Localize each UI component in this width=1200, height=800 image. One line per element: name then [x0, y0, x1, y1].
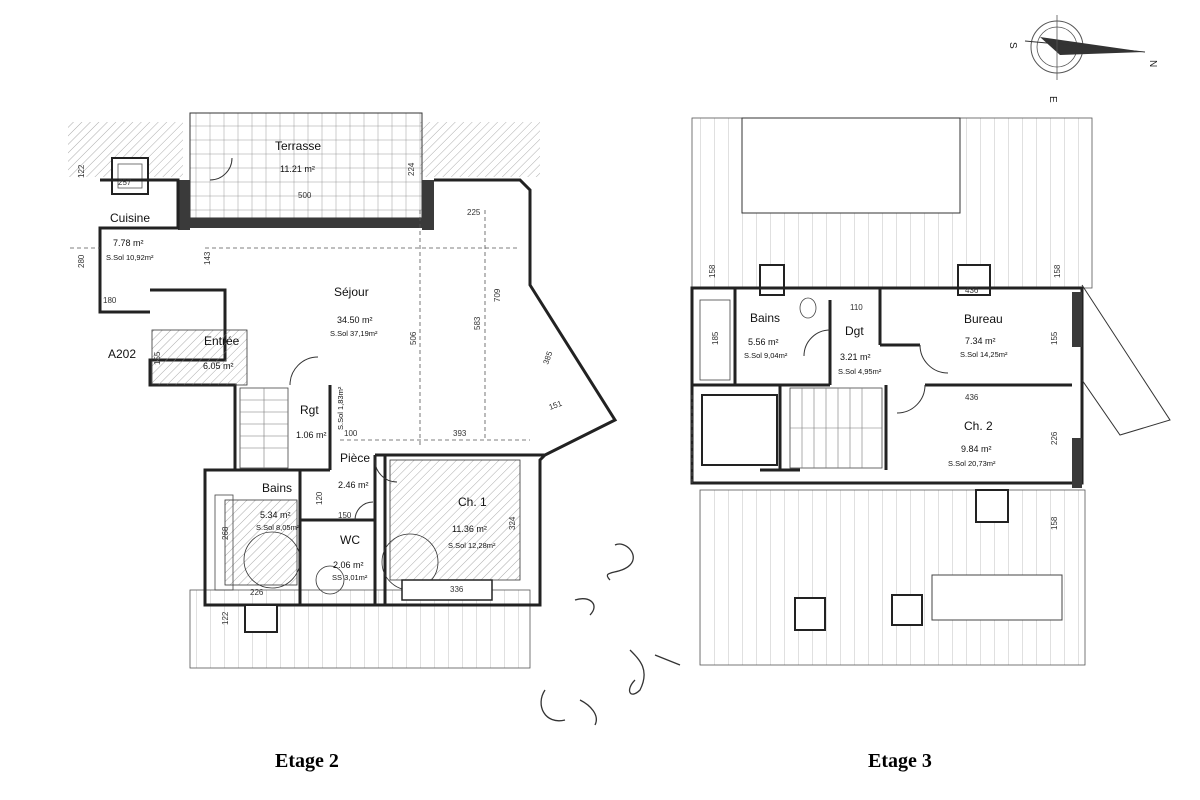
dim-label: 583 — [473, 316, 482, 330]
dim-label: 506 — [409, 331, 418, 345]
dim-label: 280 — [77, 254, 86, 268]
compass-north-label: N — [1147, 60, 1158, 67]
dim-label: 158 — [708, 264, 717, 278]
terrasse-floor — [189, 112, 423, 219]
room-ch1-sol: S.Sol 12,28m² — [448, 541, 496, 550]
dim-label: 185 — [711, 331, 720, 345]
room-bains-sol: S.Sol 8,05m² — [256, 523, 300, 532]
dim-label: 143 — [203, 251, 212, 265]
room-cuisine-sol: S.Sol 10,92m² — [106, 253, 154, 262]
dim-label: 257 — [118, 178, 132, 187]
room-terrasse-name: Terrasse — [275, 139, 321, 153]
dim-label: 110 — [850, 303, 863, 312]
floor-2-caption: Etage 2 — [275, 750, 339, 772]
room-entree-name: Entrée — [204, 334, 240, 348]
floor-3-plan: Bains 5.56 m² S.Sol 9,04m² Dgt 3.21 m² S… — [690, 117, 1171, 666]
dim-label: 385 — [541, 350, 554, 366]
floor-3-caption: Etage 3 — [868, 750, 932, 772]
floor-2-staircase — [239, 387, 289, 469]
dim-label: 393 — [453, 429, 467, 438]
room-wc-name: WC — [340, 533, 360, 547]
dim-label: 500 — [298, 191, 312, 200]
room-bains3-name: Bains — [750, 311, 780, 325]
floor-2-plan: Terrasse 11.21 m² Cuisine 7.78 m² S.Sol … — [68, 112, 618, 669]
room-wc-sol: SS 3,01m² — [332, 573, 368, 582]
compass-rose: N S E — [1007, 15, 1158, 103]
room-ch1-area: 11.36 m² — [452, 524, 487, 534]
room-bains-area: 5.34 m² — [260, 510, 291, 520]
dim-label: 225 — [467, 208, 481, 217]
compass-south-label: S — [1007, 42, 1018, 49]
room-ch2-sol: S.Sol 20,73m² — [948, 459, 996, 468]
room-wc-area: 2.06 m² — [333, 560, 364, 570]
dim-label: 150 — [338, 511, 352, 520]
dim-label: 155 — [1050, 331, 1059, 345]
dim-label: 100 — [344, 429, 358, 438]
compass-east-label: E — [1047, 96, 1058, 103]
room-bureau-area: 7.34 m² — [965, 336, 996, 346]
room-piece-area: 2.46 m² — [338, 480, 369, 490]
dim-label: 122 — [77, 164, 86, 178]
dim-label: 151 — [548, 399, 564, 412]
room-bureau-name: Bureau — [964, 312, 1003, 326]
floor-2-reference: A202 — [108, 347, 136, 361]
dim-label: 158 — [1050, 516, 1059, 530]
room-ch1-name: Ch. 1 — [458, 495, 487, 509]
dim-label: 268 — [221, 526, 230, 540]
dim-label: 120 — [315, 491, 324, 505]
room-dgt-name: Dgt — [845, 324, 864, 338]
dim-label: 436 — [965, 286, 979, 295]
room-dgt-sol: S.Sol 4,95m² — [838, 367, 882, 376]
dim-label: 436 — [965, 393, 979, 402]
dim-label: 336 — [450, 585, 464, 594]
room-bains3-sol: S.Sol 9,04m² — [744, 351, 788, 360]
dim-label: 324 — [508, 516, 517, 530]
room-terrasse-area: 11.21 m² — [280, 164, 315, 174]
room-ch2-name: Ch. 2 — [964, 419, 993, 433]
dim-label: 122 — [221, 611, 230, 625]
room-ch2-area: 9.84 m² — [961, 444, 992, 454]
room-cuisine-area: 7.78 m² — [113, 238, 144, 248]
room-sejour-sol: S.Sol 37,19m² — [330, 329, 378, 338]
room-cuisine-name: Cuisine — [110, 211, 150, 225]
room-sejour-area: 34.50 m² — [337, 315, 373, 325]
dim-label: 709 — [493, 288, 502, 302]
room-bains3-area: 5.56 m² — [748, 337, 779, 347]
room-sejour-name: Séjour — [334, 285, 369, 299]
room-rgt-sol: S.Sol 1,83m² — [336, 386, 345, 430]
room-bureau-sol: S.Sol 14,25m² — [960, 350, 1008, 359]
floor-3-staircase — [789, 387, 883, 469]
room-piece-name: Pièce — [340, 451, 370, 465]
room-rgt-name: Rgt — [300, 403, 319, 417]
handwritten-scribble — [540, 543, 681, 726]
dim-label: 158 — [1053, 264, 1062, 278]
room-bains-name: Bains — [262, 481, 292, 495]
room-dgt-area: 3.21 m² — [840, 352, 871, 362]
dim-label: 224 — [407, 162, 416, 176]
room-entree-area: 6.05 m² — [203, 361, 234, 371]
room-rgt-area: 1.06 m² — [296, 430, 327, 440]
dim-label: 226 — [250, 588, 264, 597]
dim-label: 180 — [103, 296, 117, 305]
dim-label: 226 — [1050, 431, 1059, 445]
dim-label: 155 — [153, 351, 162, 365]
